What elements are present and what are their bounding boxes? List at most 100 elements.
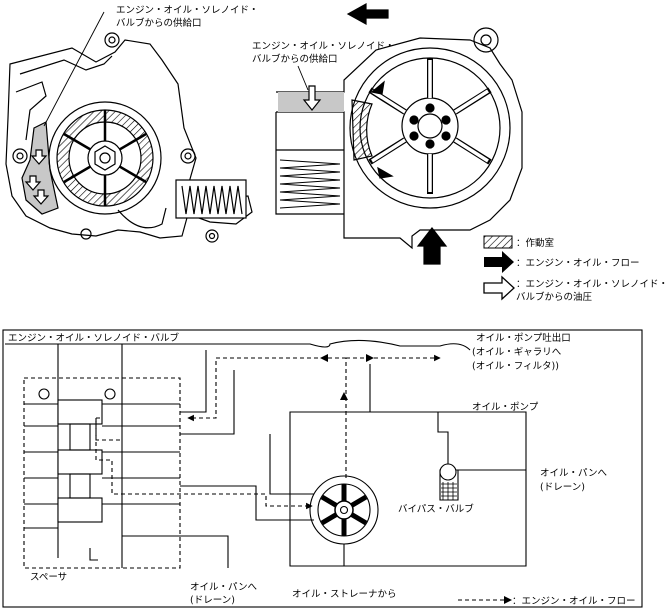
housing-inner-line-2 (15, 81, 47, 141)
legend-top (483, 235, 515, 301)
oil-pump-box (289, 411, 527, 567)
hub-port (409, 115, 419, 125)
mount-boss (473, 27, 499, 53)
spool-stem (69, 473, 91, 499)
bottom-circuit (2, 329, 643, 608)
bypass-valve-label: バイパス・バルブ (398, 503, 474, 515)
pump-housing-right (276, 37, 523, 250)
legend-pressure-label-1: ：エンジン・オイル・ソレノイド・ (516, 279, 668, 290)
flow-arrowheads (320, 354, 374, 400)
bolt-hole (180, 148, 196, 164)
bypass-ball (439, 463, 457, 481)
pressure-arrow-icon (483, 275, 515, 301)
flow-arrow-icon (484, 251, 514, 273)
oil-pan-bottom-label-2: (ドレーン) (190, 595, 235, 606)
solenoid-arrow-small (30, 149, 48, 165)
inlet-big-arrow (416, 227, 448, 265)
gallery-line-solid (89, 350, 371, 568)
working-chamber-hatched (351, 99, 373, 161)
bolt-hole (184, 152, 192, 160)
supply-arrow-outline (302, 85, 322, 111)
hub-port (441, 131, 451, 141)
control-spring (181, 185, 243, 215)
legend-pressure-label-2: バルブからの油圧 (516, 291, 593, 303)
flow-spool (95, 417, 313, 510)
pump-outer-ring (48, 101, 162, 215)
solenoid-valve-label: エンジン・オイル・ソレノイド・バルブ (8, 332, 180, 344)
relief-passage (117, 207, 167, 229)
legend-dashed-arrowhead (504, 596, 512, 604)
bolt-hole (80, 228, 92, 240)
supply-channel (21, 121, 59, 215)
from-strainer-label: オイル・ストレーナから (292, 589, 397, 600)
rotor-hub-inner (417, 113, 443, 139)
hub-port (425, 139, 435, 149)
tr-supply-label-1: エンジン・オイル・ソレノイド・ (252, 41, 395, 52)
spacer-dashed (23, 377, 181, 569)
bottom-legend (458, 596, 512, 604)
oil-pump-label: オイル・ポンプ (472, 402, 539, 413)
check-ball (104, 388, 116, 400)
pump-hub-center (339, 505, 349, 515)
bolt-hole (205, 229, 219, 243)
solenoid-arrow-small (32, 189, 50, 205)
legend-flow-label: ：エンジン・オイル・フロー (516, 258, 640, 269)
port-lines (24, 403, 180, 529)
flow-paths (95, 354, 441, 510)
flow-spool-2 (95, 418, 122, 441)
rotor-shaft (99, 152, 111, 164)
inlet-spring (279, 159, 341, 209)
bolt-hole (208, 232, 216, 240)
inlet-lower-line (275, 112, 344, 215)
bottom-legend-label: ：エンジン・オイル・フロー (512, 596, 636, 607)
check-ball (38, 388, 50, 400)
hub-port (425, 103, 435, 113)
leader-line (297, 65, 309, 91)
rotor-vanes-white (371, 60, 489, 192)
flow-arrowhead (320, 354, 328, 362)
bolt-hole (12, 148, 28, 164)
pump-housing-outline (5, 39, 253, 239)
rotation-arrow (370, 80, 385, 95)
outlet-big-arrow (346, 2, 389, 26)
rotor-hex (94, 145, 116, 171)
solenoid-arrow-small (24, 175, 42, 191)
tl-supply-label-1: エンジン・オイル・ソレノイド・ (116, 5, 259, 16)
valve-body-outline (5, 339, 471, 351)
hub-port (441, 115, 451, 125)
hub-port (409, 131, 419, 141)
spool-land (57, 399, 103, 425)
pump-rotor-ring (349, 47, 511, 209)
tr-supply-label-2: バルブからの供給口 (252, 53, 338, 65)
tl-supply-label-2: バルブからの供給口 (116, 17, 202, 29)
bolt-hole (108, 36, 116, 44)
top-left-pump-view (5, 11, 253, 243)
flow-arrowhead (340, 392, 348, 400)
oil-pan-bottom-label-1: オイル・パンへ (190, 582, 257, 593)
spool-stem (69, 423, 91, 451)
oil-pan-right-label-2: (ドレーン) (540, 482, 585, 493)
spacer-label: スペーサ (30, 572, 67, 583)
leader-line (43, 11, 105, 127)
oil-pan-right-label-1: オイル・パンへ (540, 468, 607, 479)
chamber-swatch (483, 235, 513, 249)
rotation-arrow (377, 166, 394, 179)
legend-chamber-label: ：作動室 (516, 237, 554, 249)
mount-hole (480, 34, 492, 46)
pump-hub (334, 500, 354, 520)
top-right-pump-view (275, 2, 523, 265)
bypass-spring (441, 482, 457, 500)
housing-inner-line (19, 55, 113, 75)
bolt-hole (104, 32, 120, 48)
spool-land (57, 449, 103, 475)
bolt-hole (16, 152, 24, 160)
flow-arrowhead (366, 354, 374, 362)
bottom-frame (2, 329, 643, 608)
flow-gallery-left (187, 357, 346, 422)
discharge-label-3: (オイル・フィルタ)) (472, 361, 559, 372)
discharge-label-2: (オイル・ギャラリへ (472, 347, 562, 358)
discharge-label-1: オイル・ポンプ吐出口 (476, 332, 571, 344)
bypass-to-pump-line (437, 412, 449, 464)
